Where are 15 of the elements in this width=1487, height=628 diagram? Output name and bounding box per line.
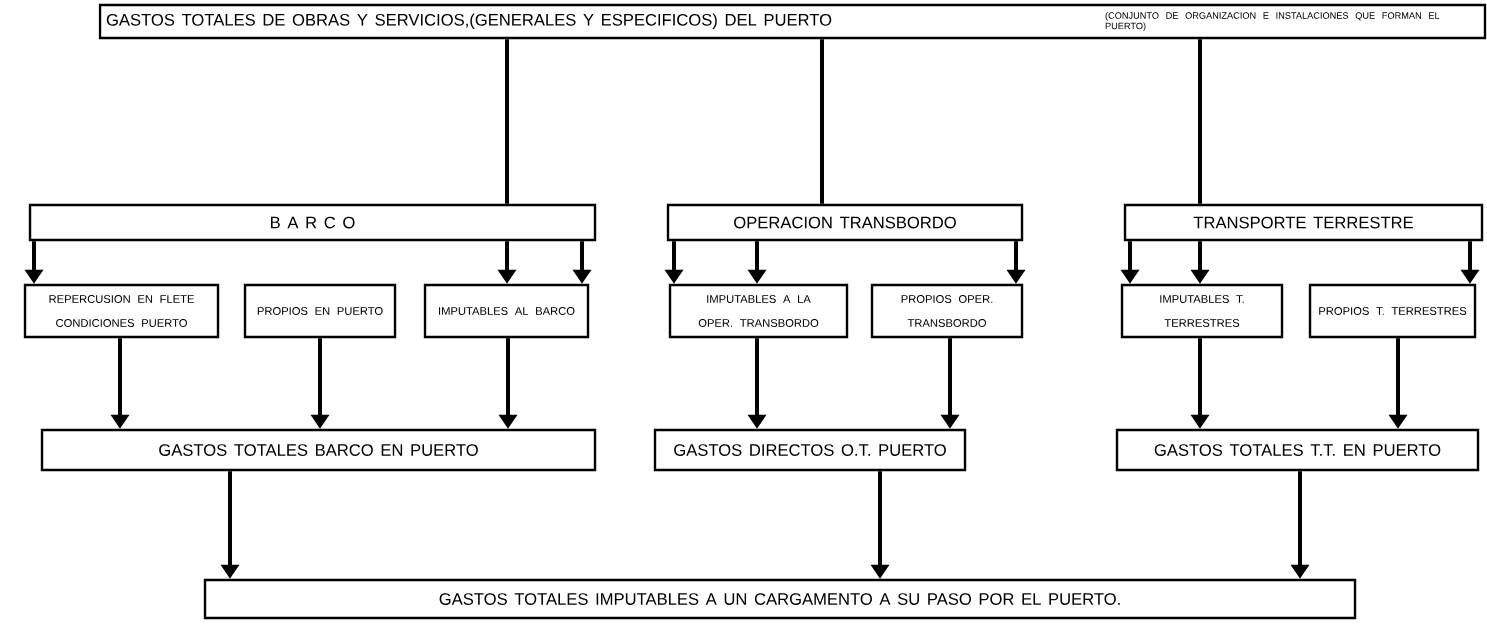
subtotal-box: GASTOS DIRECTOS O.T. PUERTO — [653, 428, 967, 472]
item-box: PROPIOS OPER. TRANSBORDO — [870, 283, 1024, 339]
item-box: IMPUTABLES AL BARCO — [423, 283, 590, 339]
subtotal-box: GASTOS TOTALES BARCO EN PUERTO — [40, 428, 597, 472]
category-bar: OPERACION TRANSBORDO — [666, 203, 1024, 242]
category-bar: TRANSPORTE TERRESTRE — [1123, 203, 1484, 242]
item-box: PROPIOS T. TERRESTRES — [1308, 283, 1477, 339]
item-box: IMPUTABLES A LA OPER. TRANSBORDO — [668, 283, 849, 339]
item-box: PROPIOS EN PUERTO — [243, 283, 397, 339]
subtotal-box: GASTOS TOTALES T.T. EN PUERTO — [1115, 428, 1480, 472]
header-box: GASTOS TOTALES DE OBRAS Y SERVICIOS,(GENERALES Y ESPECIFICOS) DEL PUERTO (CONJUNTO DE ORGANIZACION E INSTALACIONES QUE FORMAN EL PUERTO) — [98, 3, 1487, 40]
item-box: IMPUTABLES T. TERRESTRES — [1120, 283, 1284, 339]
total-box: GASTOS TOTALES IMPUTABLES A UN CARGAMENTO A SU PASO POR EL PUERTO. — [203, 578, 1357, 620]
item-box: REPERCUSION EN FLETE CONDICIONES PUERTO — [23, 283, 220, 339]
category-bar: B A R C O — [28, 203, 597, 242]
